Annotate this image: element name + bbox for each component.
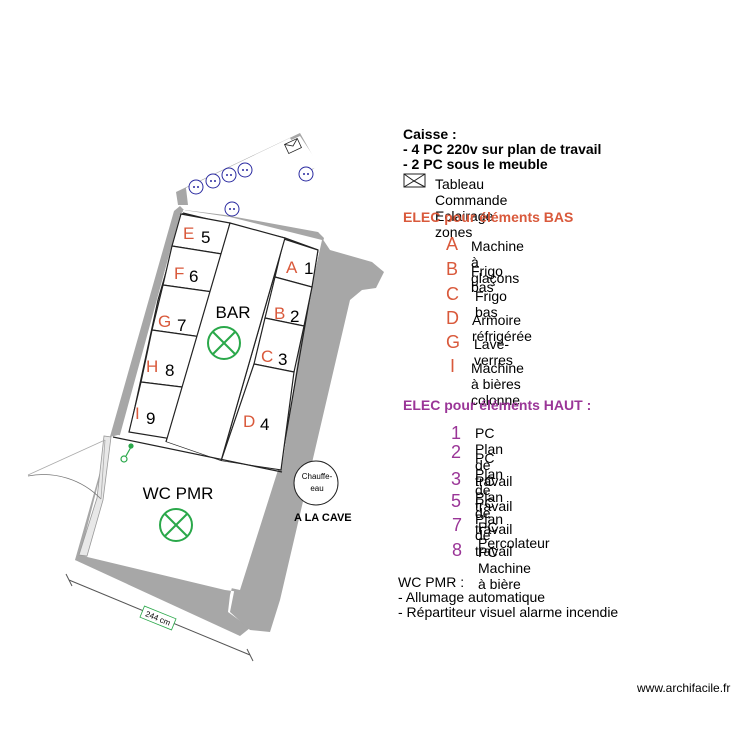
bas-item-label: Frigo bas: [471, 263, 503, 295]
caisse-line: Caisse :: [403, 126, 457, 142]
haut-item-code: 3: [451, 469, 462, 489]
wall-right: [230, 232, 384, 632]
zone-letter: F: [174, 264, 184, 283]
haut-item-label: PC Plan de travail: [475, 473, 513, 537]
zone-number: 8: [165, 361, 174, 380]
tableau-icon: [284, 137, 302, 155]
zone-letter: A: [286, 258, 298, 277]
zone-number: 4: [260, 415, 269, 434]
bas-item-code: G: [446, 332, 461, 352]
haut-item-label: PC Plan de travail: [475, 425, 513, 489]
light-icon: [207, 326, 241, 360]
wc-fixture-icon: [120, 443, 134, 463]
chauffe-eau-icon: [293, 460, 339, 506]
zone-letter: D: [243, 412, 255, 431]
wc-note-line: WC PMR :: [398, 574, 465, 590]
caisse-line: - 2 PC sous le meuble: [403, 156, 548, 172]
zone-number: 2: [290, 307, 299, 326]
outlet-icon: [205, 173, 221, 189]
haut-item-code: 7: [452, 515, 463, 535]
zone-letter: C: [261, 347, 273, 366]
bas-item-code: A: [446, 234, 459, 254]
outlet-icon: [224, 201, 240, 217]
bas-item-code: D: [446, 308, 459, 328]
zone-letter: I: [135, 404, 140, 423]
outlet-icon: [237, 162, 253, 178]
bas-item-label: Machine à bières colonne: [471, 360, 524, 408]
outlet-icon: [221, 167, 237, 183]
bar-label: BAR: [216, 303, 251, 322]
wc-note-line: - Allumage automatique: [398, 589, 546, 605]
counter-cells: [128, 213, 319, 471]
bas-item-code: I: [450, 356, 456, 376]
haut-item-code: 2: [451, 442, 462, 462]
bas-item-label: Armoire réfrigérée: [472, 312, 532, 344]
zone-labels: E 5 F 6 G 7 H 8 I 9 A 1 B 2 C 3 D 4: [135, 224, 313, 434]
haut-item-code: 1: [451, 423, 462, 443]
outlets: [188, 162, 314, 217]
wc-note-line: - Répartiteur visuel alarme incendie: [398, 604, 619, 620]
zone-letter: H: [146, 357, 158, 376]
zone-number: 7: [177, 316, 186, 335]
bas-item-label: Lave-verres: [474, 336, 513, 368]
door: [27, 439, 106, 500]
bas-item-label: Machine à glaçons: [471, 238, 524, 286]
zone-number: 6: [189, 267, 198, 286]
zone-letter: G: [158, 312, 171, 331]
outlet-icon: [298, 166, 314, 182]
wc-notes: WC PMR : - Allumage automatique - Répart…: [398, 575, 618, 620]
caisse-line: - 4 PC 220v sur plan de travail: [403, 141, 602, 157]
caisse-notes: Caisse : - 4 PC 220v sur plan de travail…: [403, 127, 601, 172]
chauffe-eau-label-1: Chauffe-: [302, 472, 333, 481]
light-icon: [159, 508, 193, 542]
lights: [159, 326, 241, 542]
zone-number: 3: [278, 350, 287, 369]
bas-item-code: C: [446, 284, 459, 304]
haut-item-label: PC Plan de travail: [475, 495, 513, 559]
haut-item-code: 5: [451, 491, 462, 511]
zone-number: 9: [146, 409, 155, 428]
haut-item-label: PC Percolateur: [478, 519, 550, 551]
tableau-legend-icon: [403, 173, 426, 188]
cave-label: A LA CAVE: [294, 512, 352, 524]
zone-letter: B: [274, 304, 285, 323]
haut-item-label: PC Machine à bière: [478, 544, 531, 592]
bas-title: ELEC pour éléments BAS: [403, 209, 574, 225]
outlet-icon: [188, 179, 204, 195]
zone-number: 1: [304, 259, 313, 278]
outlet-pins: [193, 169, 309, 210]
counter-surface: [186, 136, 320, 208]
wall-top: [176, 133, 318, 205]
wc-label: WC PMR: [143, 484, 214, 503]
bas-item-label: Frigo bas: [475, 288, 507, 320]
chauffe-eau-label-2: eau: [310, 484, 323, 493]
zone-number: 5: [201, 228, 210, 247]
haut-item-label: PC Plan de travail: [475, 450, 513, 514]
haut-title: ELEC pour éléments HAUT :: [403, 397, 592, 413]
bas-item-code: B: [446, 259, 459, 279]
site-credit: www.archifacile.fr: [637, 681, 731, 695]
tableau-legend-label: Tableau Commande Eclairage zones: [435, 176, 508, 240]
dimension-tag: [139, 605, 177, 631]
zone-letter: E: [183, 224, 194, 243]
haut-item-code: 8: [452, 540, 463, 560]
